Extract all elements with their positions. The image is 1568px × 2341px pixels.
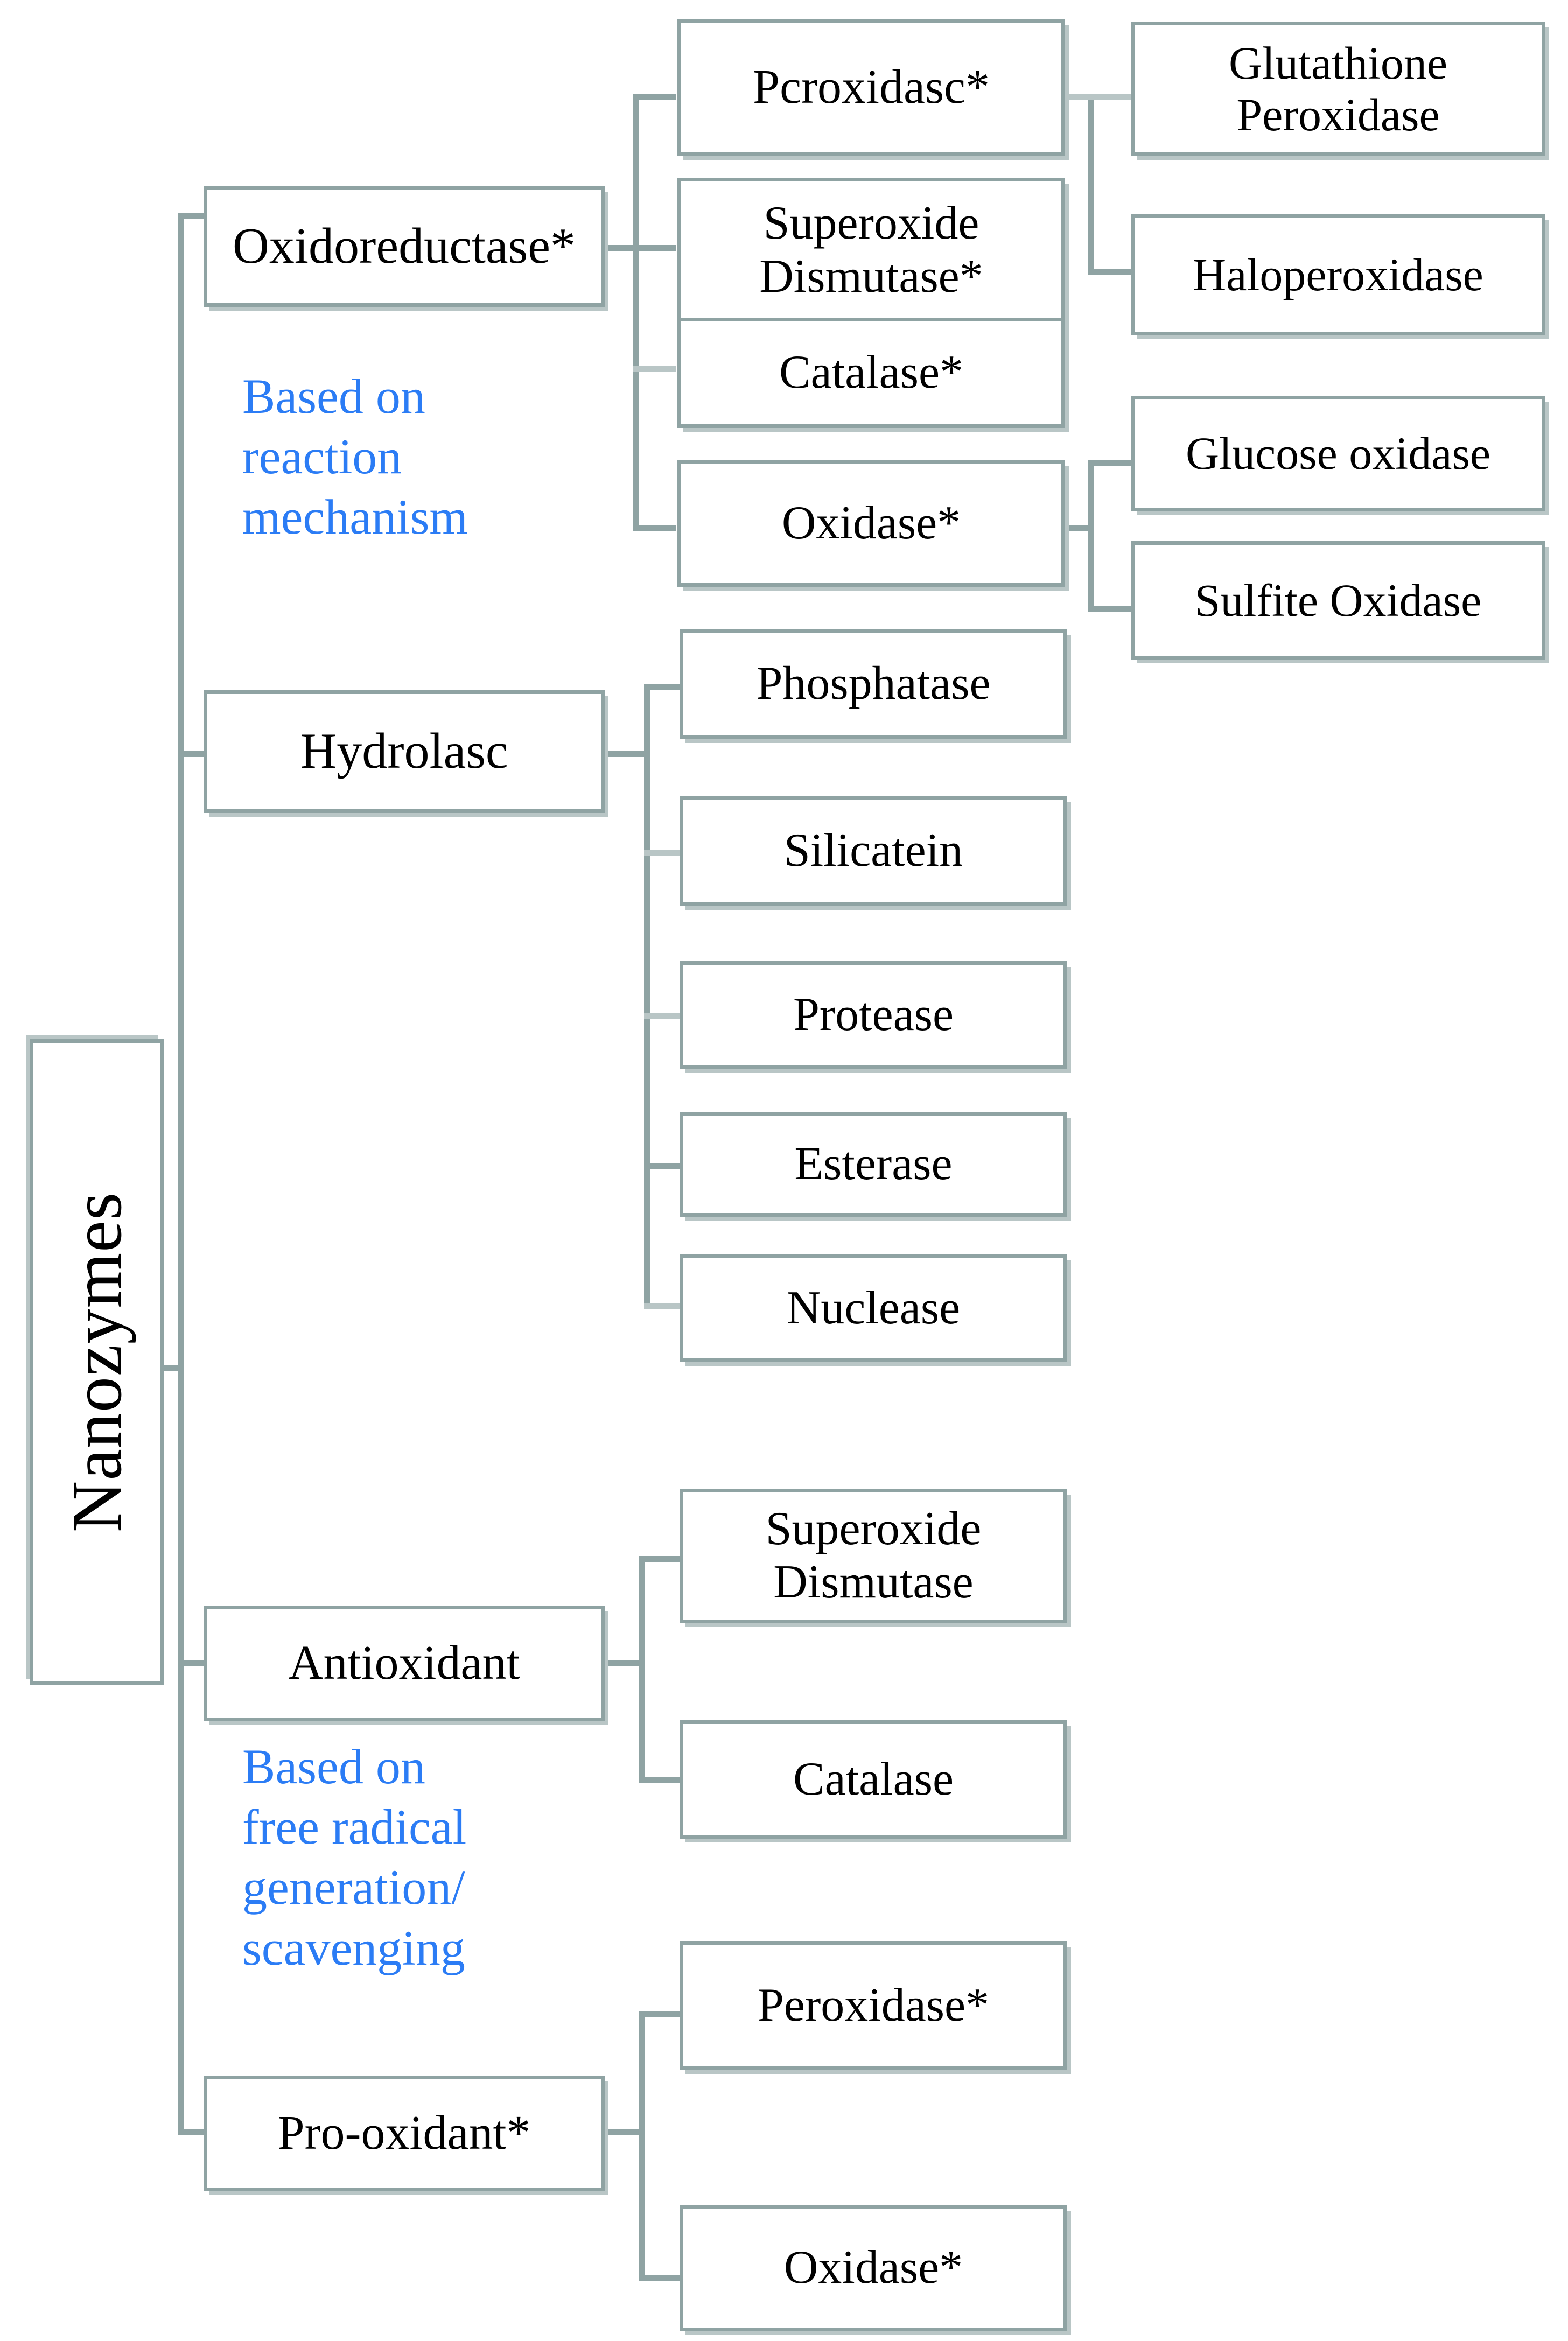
node-peroxidase[interactable]: Pcroxidasc* <box>677 19 1065 156</box>
node-oxidase-2[interactable]: Oxidase* <box>680 2205 1067 2331</box>
bus-hydrolase-children <box>644 684 650 1308</box>
node-esterase[interactable]: Esterase <box>680 1112 1067 1217</box>
node-peroxidase-2[interactable]: Peroxidase* <box>680 1941 1067 2070</box>
node-silicatein-label: Silicatein <box>783 824 963 877</box>
node-sulfite-oxidase[interactable]: Sulfite Oxidase <box>1131 541 1545 660</box>
bus-oxidoreductase-children <box>633 94 639 525</box>
connector-hydrolase-phosphatase <box>644 684 680 690</box>
connector-trunk-hydrolase <box>178 751 206 757</box>
connector-prooxidant-peroxidase <box>639 2011 680 2017</box>
connector-peroxidase-glutathione <box>1088 94 1131 100</box>
node-esterase-label: Esterase <box>794 1138 953 1190</box>
node-catalase-1-label: Catalase* <box>779 346 964 399</box>
caption-free-radical: Based on free radical generation/ scaven… <box>242 1739 467 1975</box>
node-phosphatase-label: Phosphatase <box>756 657 991 710</box>
node-superoxide-dismutase-2-label: Superoxide Dismutase <box>765 1503 982 1608</box>
node-hydrolase[interactable]: Hydrolasc <box>204 690 605 813</box>
node-antioxidant[interactable]: Antioxidant <box>204 1606 605 1721</box>
connector-hydrolase-protease <box>644 1013 680 1019</box>
node-catalase-2[interactable]: Catalase <box>680 1720 1067 1839</box>
connector-trunk-oxidoreductase <box>178 213 206 219</box>
node-pro-oxidant[interactable]: Pro-oxidant* <box>204 2076 605 2191</box>
bus-prooxidant-children <box>639 2011 645 2280</box>
node-sulfite-oxidase-label: Sulfite Oxidase <box>1194 574 1482 626</box>
node-nuclease[interactable]: Nuclease <box>680 1254 1067 1362</box>
node-haloperoxidase[interactable]: Haloperoxidase <box>1131 214 1545 335</box>
node-protease[interactable]: Protease <box>680 961 1067 1069</box>
connector-antioxidant-out <box>606 1660 645 1666</box>
node-oxidase-1-label: Oxidase* <box>781 497 961 550</box>
connector-trunk-prooxidant <box>178 2129 206 2135</box>
connector-oxidoreductase-sod <box>633 245 676 251</box>
connector-prooxidant-oxidase <box>639 2275 680 2281</box>
node-haloperoxidase-label: Haloperoxidase <box>1193 249 1483 301</box>
trunk-vertical-main <box>178 213 184 2135</box>
bus-oxidase-children <box>1088 460 1094 611</box>
node-nuclease-label: Nuclease <box>786 1281 961 1334</box>
connector-trunk-antioxidant <box>178 1660 206 1666</box>
node-peroxidase-label: Pcroxidasc* <box>753 60 990 114</box>
trunk-root-stub <box>159 1365 184 1371</box>
node-superoxide-dismutase-2[interactable]: Superoxide Dismutase <box>680 1489 1067 1623</box>
bus-antioxidant-children <box>639 1556 645 1782</box>
root-node-nanozymes[interactable]: Nanozymes <box>30 1039 164 1685</box>
caption-reaction-mechanism: Based on reaction mechanism <box>242 369 468 545</box>
connector-oxidoreductase-oxidase <box>633 525 676 531</box>
connector-oxidase-out <box>1058 525 1094 531</box>
node-oxidoreductase-label: Oxidoreductase* <box>233 218 576 274</box>
node-superoxide-dismutase-1[interactable]: Superoxide Dismutase* <box>677 178 1065 323</box>
node-glutathione-peroxidase[interactable]: Glutathione Peroxidase <box>1131 22 1545 156</box>
node-pro-oxidant-label: Pro-oxidant* <box>277 2106 531 2160</box>
node-oxidoreductase[interactable]: Oxidoreductase* <box>204 186 605 307</box>
node-oxidase-2-label: Oxidase* <box>783 2241 963 2294</box>
node-catalase-2-label: Catalase <box>793 1753 954 1805</box>
node-superoxide-dismutase-1-label: Superoxide Dismutase* <box>759 197 983 303</box>
connector-antioxidant-catalase <box>639 1777 680 1783</box>
connector-oxidase-sulfite <box>1088 606 1131 612</box>
node-catalase-1[interactable]: Catalase* <box>677 318 1065 428</box>
connector-peroxidase-out <box>1058 94 1094 100</box>
node-glutathione-peroxidase-label: Glutathione Peroxidase <box>1228 37 1448 141</box>
bus-peroxidase-children <box>1088 94 1094 275</box>
connector-oxidoreductase-peroxidase <box>633 94 676 100</box>
connector-peroxidase-haloperoxidase <box>1088 269 1131 275</box>
connector-hydrolase-esterase <box>644 1163 680 1169</box>
connector-prooxidant-out <box>606 2129 645 2135</box>
connector-hydrolase-nuclease <box>644 1303 680 1309</box>
connector-oxidoreductase-catalase <box>633 366 676 372</box>
node-silicatein[interactable]: Silicatein <box>680 796 1067 906</box>
connector-hydrolase-silicatein <box>644 850 680 856</box>
node-oxidase-1[interactable]: Oxidase* <box>677 460 1065 587</box>
node-glucose-oxidase-label: Glucose oxidase <box>1185 427 1490 480</box>
connector-antioxidant-sod <box>639 1556 680 1562</box>
node-glucose-oxidase[interactable]: Glucose oxidase <box>1131 396 1545 511</box>
connector-oxidase-glucose <box>1088 460 1131 466</box>
node-antioxidant-label: Antioxidant <box>288 1636 520 1690</box>
connector-oxidoreductase-out <box>603 245 639 251</box>
node-hydrolase-label: Hydrolasc <box>300 723 508 780</box>
connector-hydrolase-out <box>603 751 649 757</box>
node-protease-label: Protease <box>793 988 954 1041</box>
node-phosphatase[interactable]: Phosphatase <box>680 629 1067 739</box>
node-peroxidase-2-label: Peroxidase* <box>757 1979 990 2031</box>
